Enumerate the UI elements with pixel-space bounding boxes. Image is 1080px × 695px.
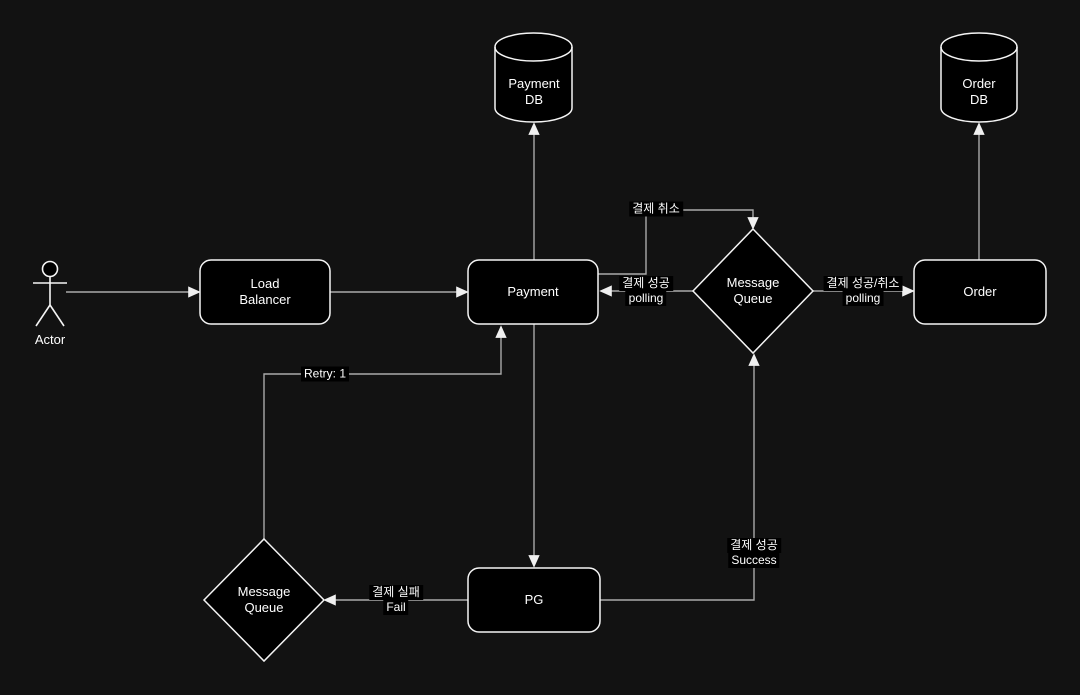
pg-node (467, 567, 601, 633)
order-node (913, 259, 1047, 325)
payment-db-cylinder (494, 32, 573, 123)
order-db-cylinder (940, 32, 1018, 123)
actor-head (41, 260, 59, 278)
order-db-cylinder-rim (940, 46, 1018, 62)
fail-edge-label: 결제 실패 Fail (369, 585, 423, 615)
order-db-label: Order DB (962, 76, 996, 107)
message-queue-right-diamond (691, 227, 815, 355)
message-queue-right-label: Message Queue (726, 275, 780, 306)
payment-node (467, 259, 599, 325)
payment-db-label: Payment DB (508, 76, 560, 107)
pg-label: PG (524, 592, 544, 607)
cancel-edge-label: 결제 취소 (629, 201, 683, 217)
retry-edge-label: Retry: 1 (300, 366, 350, 382)
order-label: Order (963, 284, 997, 299)
load-balancer-node (199, 259, 331, 325)
actor-label: Actor (34, 332, 66, 347)
load-balancer-label: Load Balancer (239, 276, 291, 307)
actor-legs (35, 304, 65, 327)
message-queue-bottom-label: Message Queue (237, 584, 291, 615)
edge-retry-to-payment (263, 325, 507, 539)
success-cancel-polling-edge-label: 결제 성공/취소 polling (823, 276, 903, 306)
actor-figure (33, 260, 67, 327)
success-edge-label: 결제 성공 Success (727, 538, 781, 568)
edge-pg-success-to-message-queue (600, 353, 760, 601)
payment-db-cylinder-rim (494, 46, 573, 62)
payment-label: Payment (507, 284, 559, 299)
success-polling-edge-label: 결제 성공 polling (619, 276, 673, 306)
message-queue-bottom-diamond (202, 537, 326, 663)
